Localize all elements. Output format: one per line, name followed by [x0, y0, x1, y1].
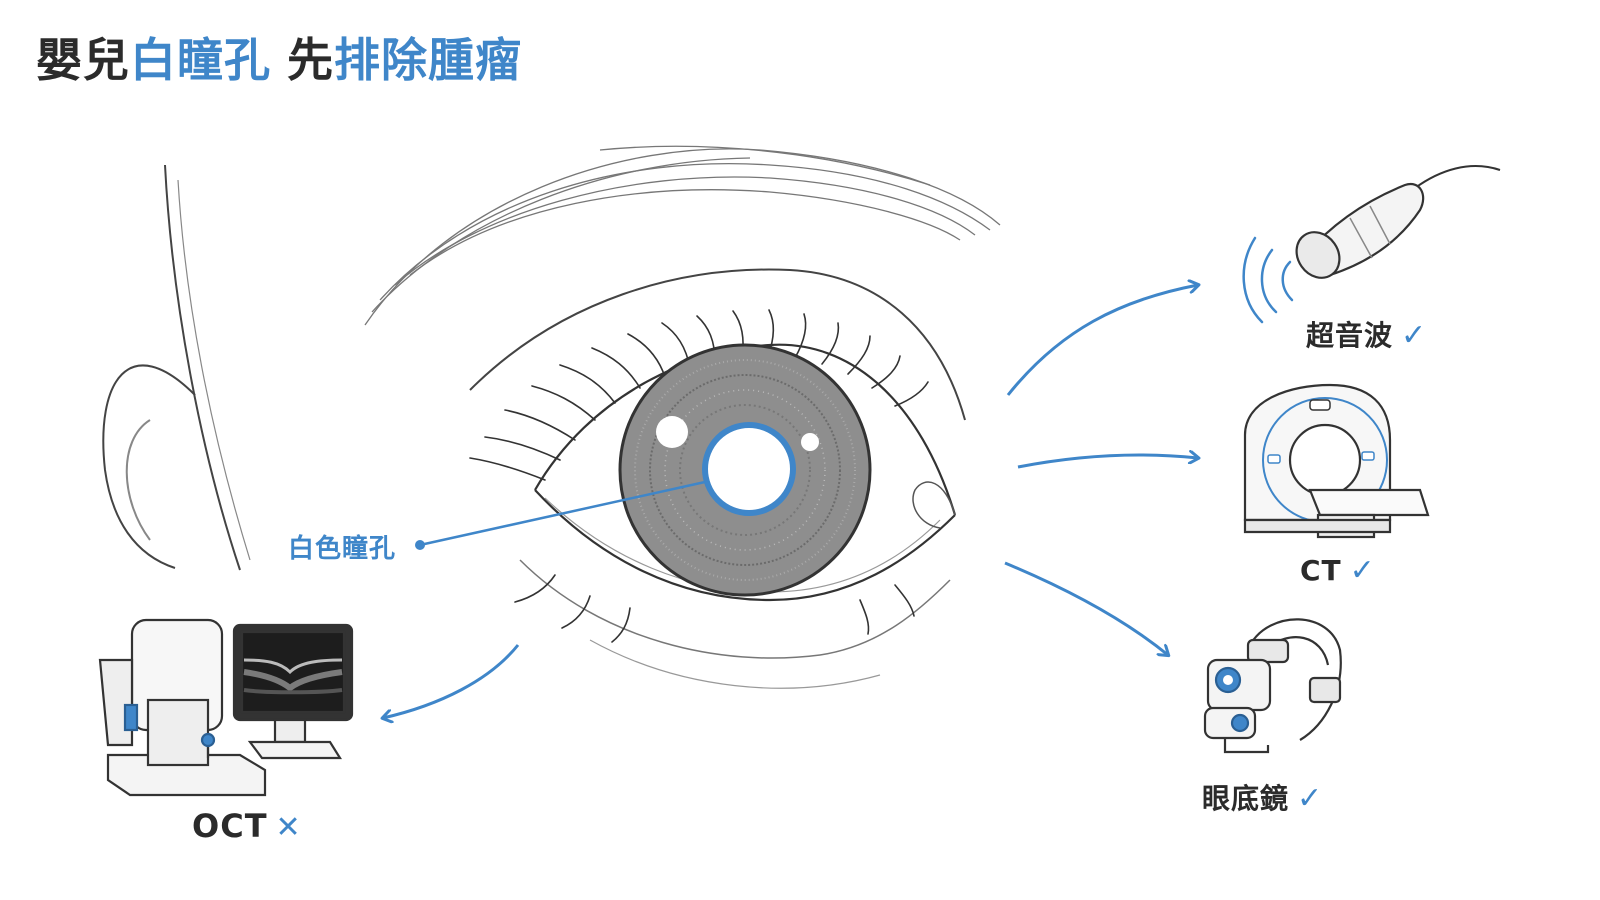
white-pupil — [702, 422, 796, 516]
test-name-oct: OCT — [192, 807, 268, 845]
iris-highlight-left — [656, 416, 688, 448]
iris-highlight-right — [801, 433, 819, 451]
ultrasound-waves-icon — [1242, 236, 1294, 324]
page-title: 嬰兒白瞳孔先排除腫瘤 — [36, 24, 522, 90]
check-icon: ✓ — [1401, 318, 1428, 353]
title-part-infant: 嬰兒 — [36, 33, 130, 87]
pupil-callout-line — [419, 480, 706, 547]
test-label-ultrasound: 超音波✓ — [1306, 314, 1427, 354]
arrow-to-oct — [383, 644, 520, 718]
test-label-ophthalmoscope: 眼底鏡✓ — [1202, 777, 1323, 817]
title-part-rule-out-tumor: 排除腫瘤 — [334, 33, 522, 87]
test-name-ultrasound: 超音波 — [1306, 319, 1394, 352]
title-part-white-pupil: 白瞳孔 — [130, 33, 271, 87]
arrow-to-ct — [1017, 455, 1198, 469]
oct-machine-icon — [98, 618, 354, 797]
cross-icon: ✕ — [275, 810, 302, 845]
test-label-ct: CT✓ — [1300, 553, 1376, 588]
test-label-oct: OCT✕ — [192, 807, 302, 845]
pupil-callout-dot — [415, 540, 425, 550]
arrow-to-ultrasound — [1006, 285, 1198, 396]
check-icon: ✓ — [1297, 781, 1324, 816]
eyelid-crease — [469, 268, 966, 421]
title-part-first: 先 — [287, 33, 334, 87]
check-icon: ✓ — [1349, 553, 1376, 588]
test-name-ct: CT — [1300, 554, 1342, 587]
eyebrow — [364, 145, 1001, 326]
white-pupil-label: 白色瞳孔 — [288, 534, 397, 564]
ultrasound-probe-icon — [1295, 165, 1501, 279]
face-contour — [102, 164, 251, 571]
ophthalmoscope-icon — [1203, 618, 1342, 754]
arrow-to-ophthalmoscope — [1004, 561, 1168, 655]
ct-scanner-icon — [1243, 383, 1430, 539]
test-name-ophthalmoscope: 眼底鏡 — [1202, 782, 1290, 815]
